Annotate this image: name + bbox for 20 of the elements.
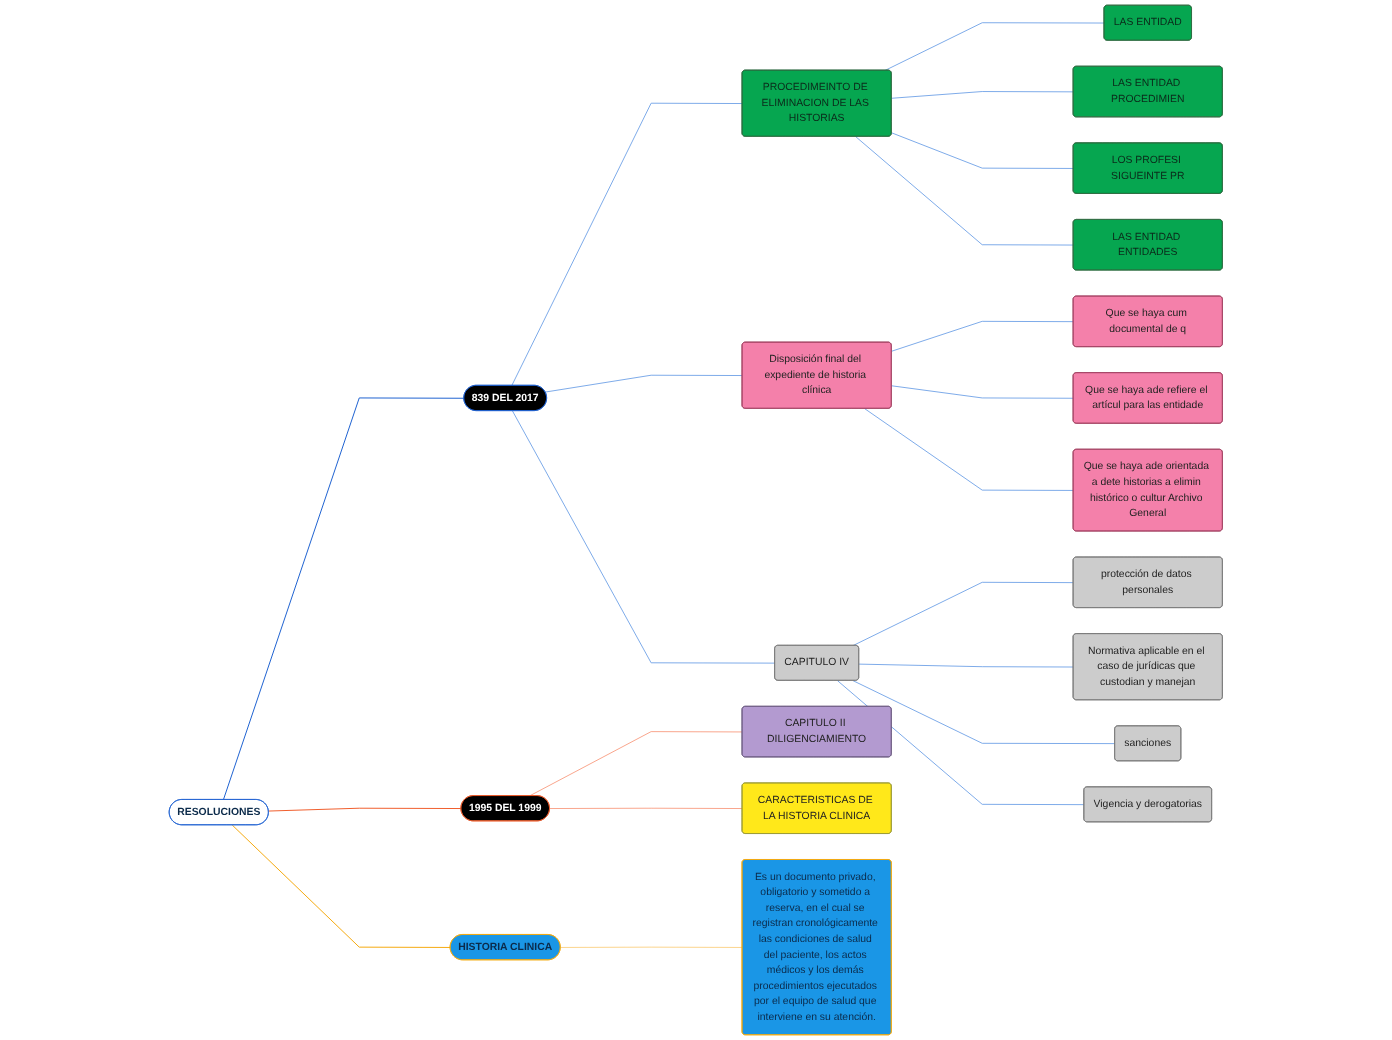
connector xyxy=(549,807,743,810)
connector xyxy=(560,946,743,948)
connector xyxy=(852,581,1075,647)
connector xyxy=(864,408,1075,491)
connector xyxy=(512,410,776,664)
connector xyxy=(837,680,1085,806)
connector xyxy=(511,102,743,387)
connector xyxy=(891,320,1075,352)
connector xyxy=(884,22,1105,71)
connector xyxy=(891,385,1075,399)
connector xyxy=(855,136,1075,246)
connector xyxy=(223,397,465,801)
connector xyxy=(852,680,1116,745)
connector xyxy=(231,824,452,948)
connector xyxy=(268,807,462,812)
connector xyxy=(858,663,1075,668)
connector xyxy=(529,731,743,797)
connector xyxy=(891,132,1075,169)
connector xyxy=(545,374,743,393)
connector xyxy=(891,91,1075,99)
